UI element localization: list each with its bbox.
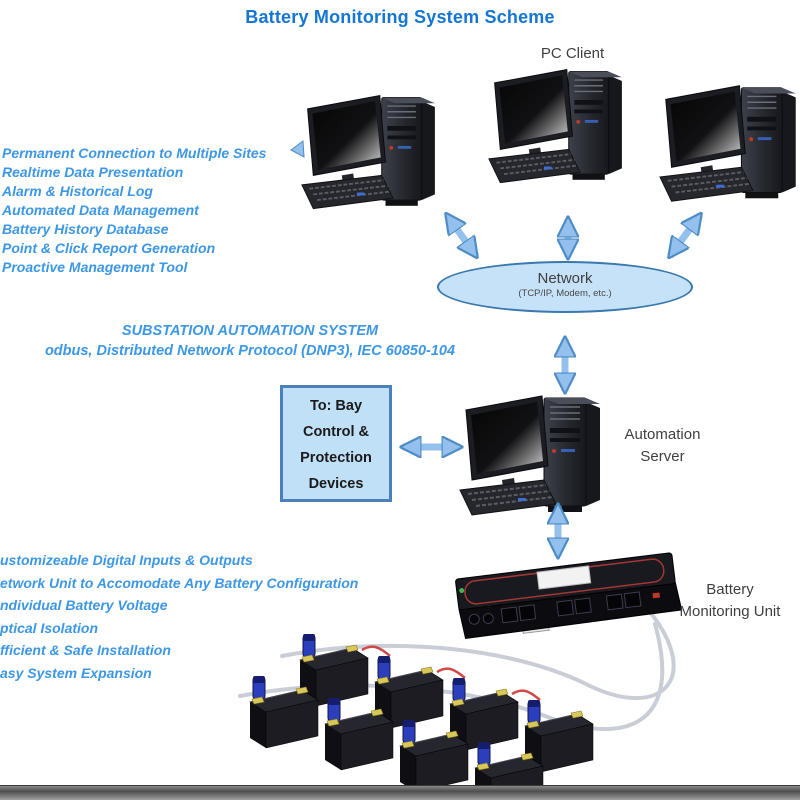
bay-box-line: Devices	[308, 476, 364, 492]
arrow-rightpc-network	[670, 215, 700, 256]
page-title: Battery Monitoring System Scheme	[245, 7, 555, 27]
feature-item: Battery History Database	[2, 221, 169, 237]
feature-item: Alarm & Historical Log	[2, 183, 153, 199]
substation-line1: SUBSTATION AUTOMATION SYSTEM	[121, 323, 379, 339]
feature-item: ustomizeable Digital Inputs & Outputs	[0, 552, 253, 568]
feature-item: ptical Isolation	[0, 619, 99, 636]
bay-control-box: To: Bay Control & Protection Devices	[280, 385, 392, 502]
feature-item: etwork Unit to Accomodate Any Battery Co…	[0, 574, 359, 591]
feature-item: fficient & Safe Installation	[0, 642, 171, 658]
bay-box-line: To: Bay	[309, 398, 363, 414]
battery-string	[249, 633, 594, 800]
feature-item: Point & Click Report Generation	[2, 240, 216, 256]
double-arrows	[403, 215, 700, 556]
bay-box-line: Control &	[302, 424, 370, 440]
network-node: Network (TCP/IP, Modem, etc.)	[437, 261, 693, 313]
battery-monitoring-unit-label: Battery Monitoring Unit	[679, 581, 781, 620]
feature-item: ndividual Battery Voltage	[0, 597, 168, 613]
feature-item: Permanent Connection to Multiple Sites	[2, 145, 267, 161]
pc-client-label: PC Client	[540, 45, 605, 62]
automation-server-icon	[459, 395, 601, 516]
bottom-frame-bar	[0, 785, 800, 800]
feature-item: Realtime Data Presentation	[2, 164, 184, 180]
pc-client-left-icon	[300, 94, 436, 210]
feature-item: Automated Data Management	[2, 202, 199, 218]
substation-automation-caption: SUBSTATION AUTOMATION SYSTEM odbus, Dist…	[0, 321, 515, 361]
feature-item: Proactive Management Tool	[2, 259, 188, 275]
arrow-leftpc-network	[447, 215, 476, 256]
battery-monitoring-unit-icon	[455, 552, 683, 639]
edge-arrowhead-icon	[290, 140, 305, 158]
bay-box-line: Protection	[300, 450, 372, 466]
feature-list-bmu: ustomizeable Digital Inputs & Outputs et…	[0, 549, 358, 684]
automation-server-label: Automation Server	[624, 426, 701, 465]
pc-client-middle-icon	[487, 68, 623, 184]
network-detail: (TCP/IP, Modem, etc.)	[518, 288, 612, 299]
pc-client-right-icon	[658, 84, 797, 203]
feature-item: asy System Expansion	[0, 664, 152, 681]
feature-list-software: Permanent Connection to Multiple Sites R…	[2, 144, 266, 277]
substation-line2: odbus, Distributed Network Protocol (DNP…	[44, 343, 456, 359]
network-name: Network	[537, 270, 593, 287]
